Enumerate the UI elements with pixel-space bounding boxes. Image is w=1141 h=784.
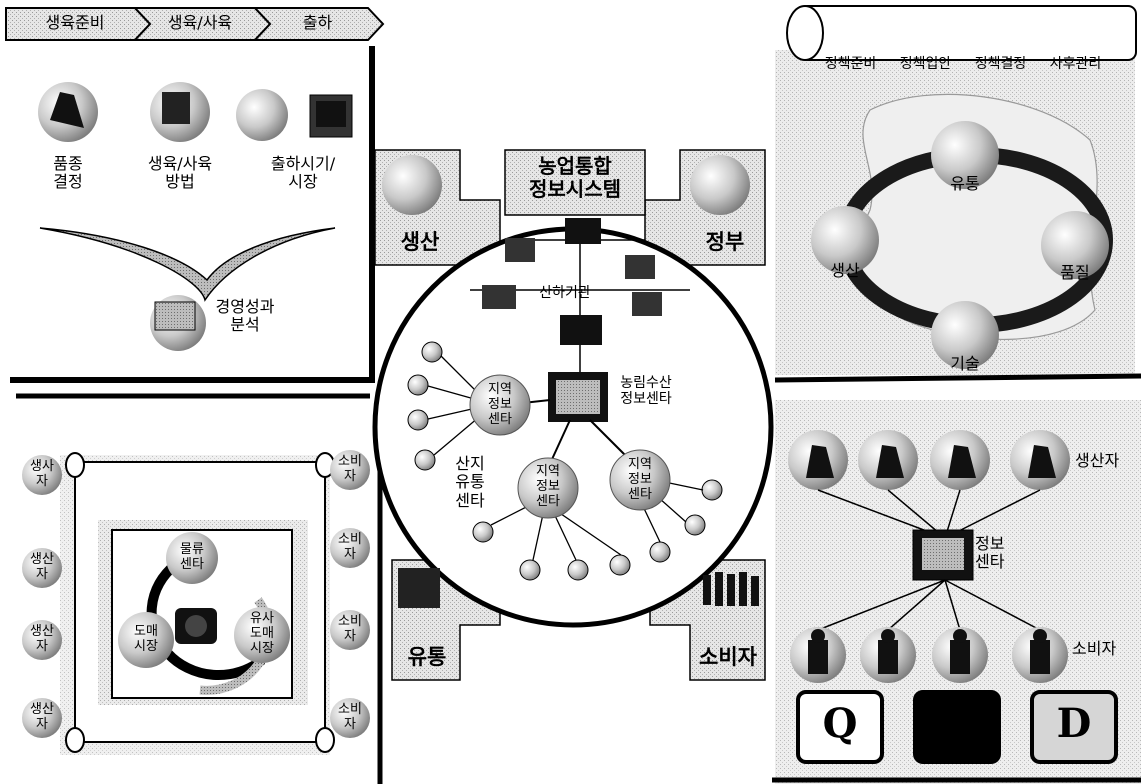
node-regional-2: 지역 정보 센타: [526, 465, 570, 510]
consumer-1: 소비 자: [330, 455, 370, 485]
inner-quasi-wholesale: 유사 도매 시장: [240, 612, 284, 657]
tab-label-1: 생육준비: [20, 14, 130, 32]
producer-2: 생산 자: [22, 553, 62, 583]
item-method: 생육/사육 방법: [125, 155, 235, 192]
bottom-left-panel: [16, 396, 380, 784]
node-regional-3: 지역 정보 센타: [618, 458, 662, 503]
item-result: 경영성과 분석: [200, 298, 290, 335]
policy-step-2: 정책입안: [888, 56, 963, 72]
top-left-panel: [4, 6, 385, 383]
box-c-shape: [915, 692, 999, 762]
inner-wholesale: 도매 시장: [124, 625, 168, 655]
sector-government: 정부: [685, 230, 765, 254]
cycle-technology: 기술: [935, 355, 995, 373]
inner-logistics: 물류 센타: [170, 543, 214, 573]
merge-swoosh: [40, 228, 335, 300]
br-producer-label: 생산자: [1075, 452, 1141, 470]
box-d-label: D: [1032, 700, 1116, 747]
tab-label-3: 출하: [270, 14, 365, 32]
item-variety: 품종 결정: [28, 155, 108, 192]
node-affiliates: 산하기관: [525, 285, 605, 301]
policy-step-3: 정책결정: [963, 56, 1038, 72]
cycle-distribution: 유통: [935, 175, 995, 193]
box-q-label: Q: [798, 700, 882, 747]
center-title: 농업통합 정보시스템: [505, 155, 645, 201]
producer-3: 생산 자: [22, 625, 62, 655]
tab-label-2: 생육/사육: [150, 14, 250, 32]
cycle-quality: 품질: [1045, 264, 1105, 282]
consumer-4: 소비 자: [330, 703, 370, 733]
node-origin: 산지 유통 센타: [445, 455, 495, 510]
node-regional-1: 지역 정보 센타: [478, 383, 522, 428]
br-consumer-label: 소비자: [1072, 640, 1138, 658]
producer-1: 생사 자: [22, 460, 62, 490]
cycle-production: 생산: [815, 262, 875, 280]
node-main-center: 농림수산 정보센타: [606, 375, 686, 407]
sector-distribution: 유통: [392, 645, 462, 669]
policy-step-4: 사후관리: [1038, 56, 1113, 72]
item-shipping: 출하시기/ 시장: [248, 155, 358, 192]
consumer-2: 소비 자: [330, 533, 370, 563]
sector-consumer: 소비자: [688, 645, 768, 669]
policy-step-1: 정책준비: [813, 56, 888, 72]
sector-production: 생산: [380, 230, 460, 254]
br-center-label: 정보 센타: [975, 535, 1025, 572]
producer-4: 생산 자: [22, 703, 62, 733]
consumer-3: 소비 자: [330, 615, 370, 645]
